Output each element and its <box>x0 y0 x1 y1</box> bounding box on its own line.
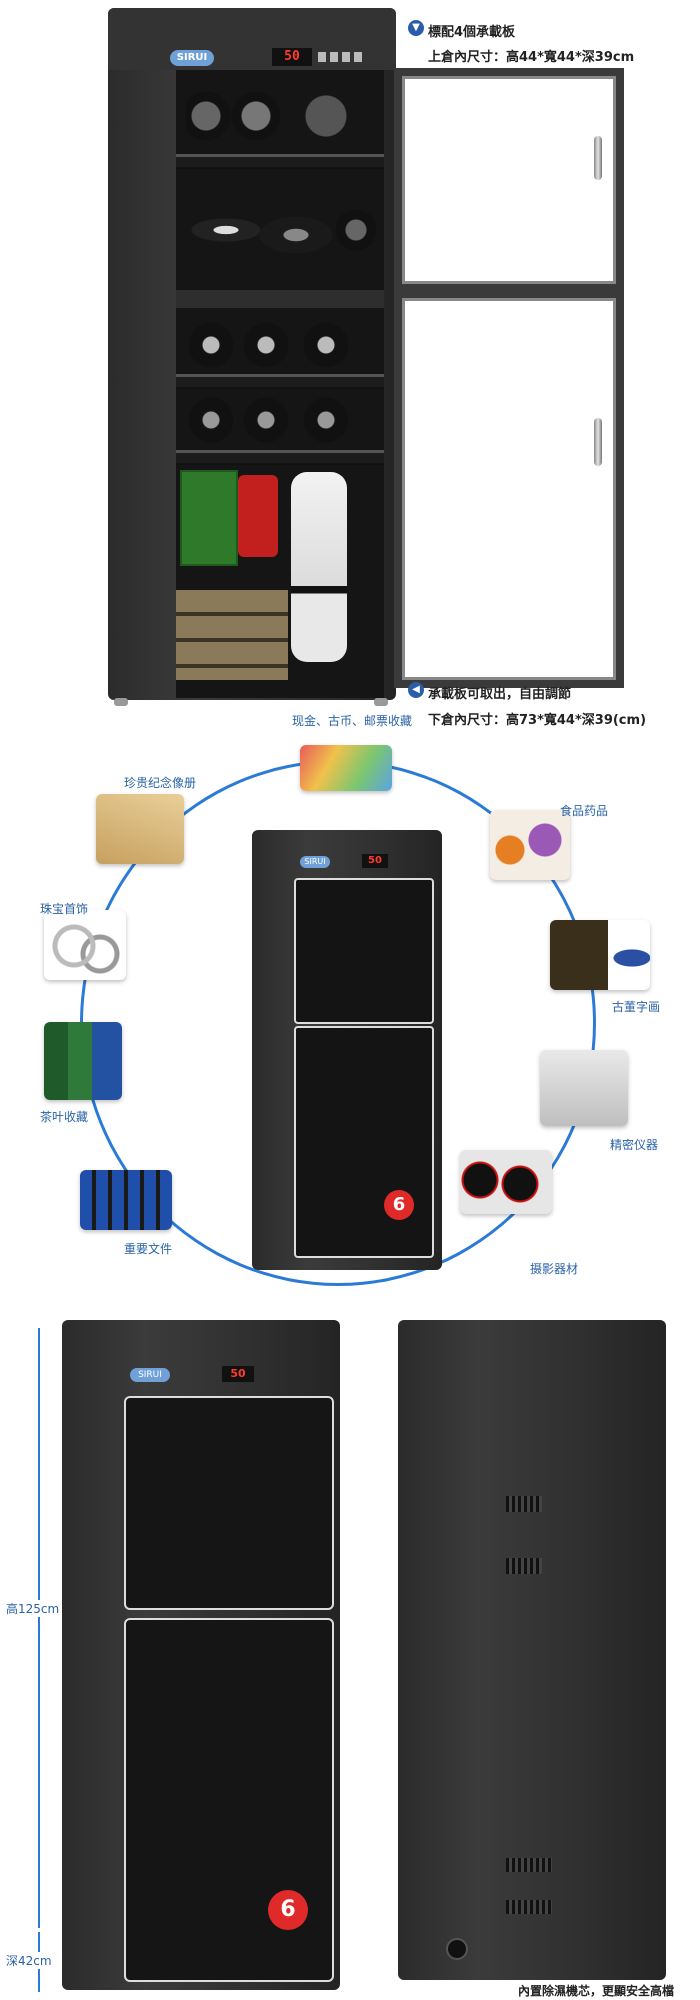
item-label-documents: 重要文件 <box>124 1242 173 1256</box>
humidity-display: 50 <box>222 1366 254 1382</box>
item-label-antiques: 古董字画 <box>612 1000 661 1014</box>
door-handle[interactable] <box>594 136 602 180</box>
lenses-row <box>186 86 376 146</box>
back-vent <box>506 1858 552 1872</box>
callout-arrow-icon: ▼ <box>408 20 424 36</box>
upper-glass-door[interactable] <box>124 1396 334 1610</box>
tea-boxes <box>180 470 238 566</box>
section-dimensions: 高125cm 深42cm SIRUI 50 6 內置除濕機芯，更顯安全高檔 <box>0 1300 700 2000</box>
center-cabinet: SIRUI 50 6 <box>252 830 442 1270</box>
divider-panel <box>176 290 384 308</box>
cabinet-foot <box>114 698 128 706</box>
lower-glass-door[interactable] <box>124 1618 334 1982</box>
photo-album-icon <box>96 794 184 864</box>
lower-glass-door[interactable] <box>294 1026 434 1258</box>
camera-lens-icon <box>460 1150 552 1214</box>
item-label-banknotes: 现金、古币、邮票收藏 <box>292 714 413 728</box>
item-label-photo: 摄影器材 <box>530 1262 579 1276</box>
file-folders-icon <box>80 1170 172 1230</box>
dehumidifier-note: 內置除濕機芯，更顯安全高檔 <box>518 1984 675 1998</box>
lower-door[interactable] <box>394 290 624 688</box>
upper-dimensions: 上倉內尺寸：高44*寬44*深39cm <box>428 50 635 65</box>
callout-shelves: 標配4個承載板 <box>428 25 516 40</box>
humidity-display: 50 <box>272 48 312 66</box>
back-vent <box>506 1558 542 1574</box>
callout-adjustable: 承載板可取出，自由調節 <box>428 687 572 702</box>
brand-logo: SIRUI <box>130 1368 170 1382</box>
lens-row-3 <box>186 395 376 445</box>
height-label: 高125cm <box>6 1600 60 1617</box>
rings-icon <box>44 910 126 980</box>
camera-bodies <box>186 180 376 280</box>
brand-logo: SIRUI <box>300 856 330 868</box>
door-handle[interactable] <box>594 418 602 466</box>
callout-arrow-icon: ◀ <box>408 682 424 698</box>
cabinet-interior <box>176 70 384 698</box>
section-usage-circle: SIRUI 50 6 现金、古币、邮票收藏 食品药品 古董字画 精密仪器 摄影器… <box>0 714 700 1300</box>
cabinet-top-panel: SIRUI 50 <box>108 8 396 70</box>
power-port <box>446 1938 468 1960</box>
back-cabinet <box>398 1320 666 1980</box>
boxes-stack <box>176 590 288 680</box>
item-label-medicine: 食品药品 <box>560 804 609 818</box>
cabinet-foot <box>374 698 388 706</box>
lens-row-2 <box>186 320 376 370</box>
brand-logo: SIRUI <box>170 50 214 66</box>
vase-scroll-icon <box>550 920 650 990</box>
upper-glass-door[interactable] <box>294 878 434 1024</box>
telephoto-lens <box>291 472 347 662</box>
back-vent <box>506 1496 542 1512</box>
tea-cans-icon <box>44 1022 122 1100</box>
banknotes-icon <box>300 745 392 791</box>
height-line <box>38 1328 40 1928</box>
medicine-bottles-icon <box>490 810 570 880</box>
tea-can <box>238 475 278 557</box>
upper-door[interactable] <box>394 68 624 292</box>
humidity-display: 50 <box>362 854 388 868</box>
control-buttons[interactable] <box>318 52 366 62</box>
item-label-album: 珍贵纪念像册 <box>124 776 197 790</box>
shelf <box>176 154 384 169</box>
shelf <box>176 374 384 389</box>
item-label-tea: 茶叶收藏 <box>40 1110 89 1124</box>
item-label-instruments: 精密仪器 <box>610 1138 659 1152</box>
item-label-jewelry: 珠宝首饰 <box>40 902 89 916</box>
cabinet-body: SIRUI 50 <box>108 8 396 706</box>
warranty-badge: 6 <box>268 1890 308 1930</box>
back-vent <box>506 1900 552 1914</box>
microscope-icon <box>540 1050 628 1126</box>
depth-label: 深42cm <box>6 1952 52 1969</box>
shelf <box>176 450 384 465</box>
warranty-badge: 6 <box>384 1190 414 1220</box>
section-open-cabinet: SIRUI 50 ▼ 標配4個承載板 <box>0 0 700 740</box>
lower-dimensions: 下倉內尺寸：高73*寬44*深39(cm) <box>428 713 647 728</box>
front-cabinet: SIRUI 50 6 <box>62 1320 340 1990</box>
